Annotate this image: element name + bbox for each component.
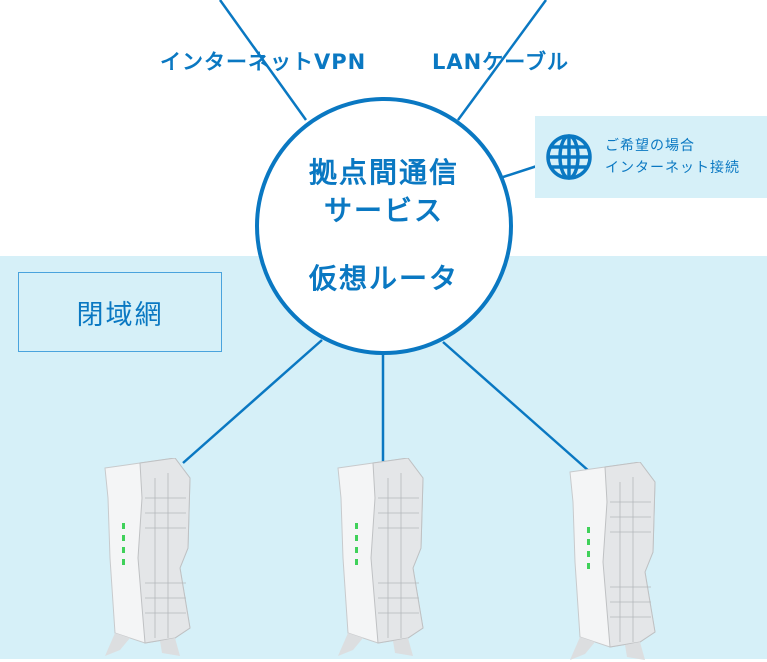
router-image (569, 462, 656, 660)
router-image (104, 458, 191, 656)
line-internet-vpn (218, 0, 308, 121)
internet-option-line2: インターネット接続 (605, 160, 740, 176)
line-lan-cable (456, 0, 548, 121)
virtual-router-circle: 拠点間通信 サービス 仮想ルータ (255, 97, 513, 355)
closed-network-box: 閉域網 (18, 272, 222, 352)
line-router-3 (442, 341, 591, 473)
internet-option-line1: ご希望の場合 (605, 138, 695, 154)
center-line1: 拠点間通信 (308, 156, 459, 189)
label-internet-vpn: インターネットVPN (160, 50, 367, 74)
globe-icon (546, 134, 592, 180)
label-lan-cable: LANケーブル (432, 50, 569, 74)
center-line2: サービス (323, 194, 444, 227)
line-internet (499, 164, 538, 180)
router-image (337, 458, 424, 656)
line-router-1 (182, 339, 323, 464)
internet-option-box: ご希望の場合 インターネット接続 (535, 116, 767, 198)
center-line3: 仮想ルータ (308, 262, 459, 295)
